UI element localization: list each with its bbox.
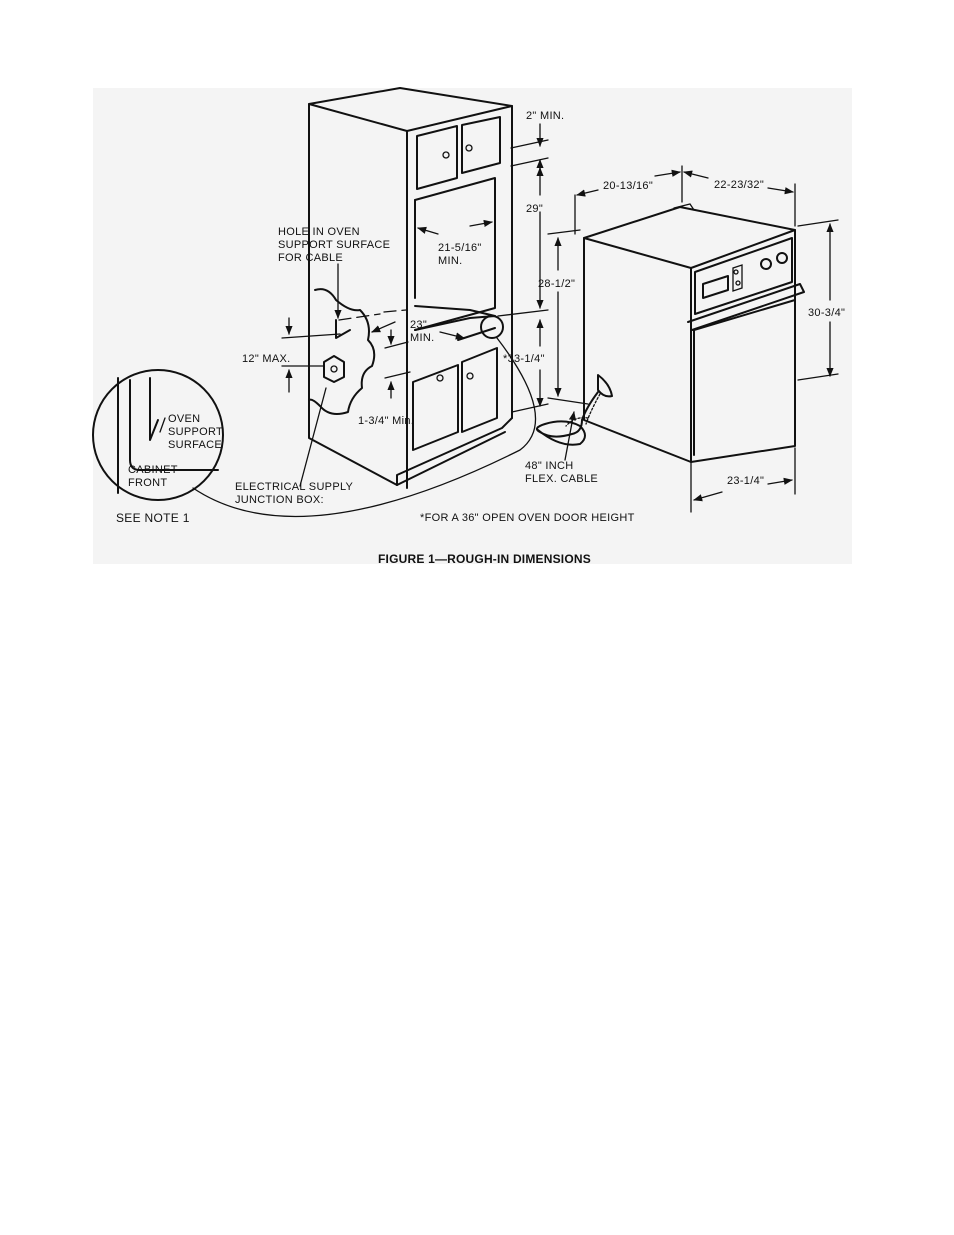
wall-oven xyxy=(535,203,805,463)
label-oven-support-2: SUPPORT xyxy=(168,426,223,438)
label-30-3-4: 30-3/4" xyxy=(808,307,845,319)
label-see-note: SEE NOTE 1 xyxy=(116,511,190,525)
label-23: 23" xyxy=(410,319,427,331)
label-cable-2: FLEX. CABLE xyxy=(525,473,598,485)
label-oven-support-3: SURFACE xyxy=(168,439,222,451)
label-28-1-2: 28-1/2" xyxy=(538,278,575,290)
label-33-1-4: *33-1/4" xyxy=(503,353,545,365)
label-23-1-4: 23-1/4" xyxy=(727,475,764,487)
label-1-3-4-min: 1-3/4" Min. xyxy=(358,415,414,427)
label-cable-1: 48" INCH xyxy=(525,460,573,472)
label-29: 29" xyxy=(526,203,543,215)
label-2-min: 2" MIN. xyxy=(526,110,564,122)
figure-caption: FIGURE 1—ROUGH-IN DIMENSIONS xyxy=(378,552,591,566)
label-20-13-16: 20-13/16" xyxy=(603,180,653,192)
label-hole-line2: SUPPORT SURFACE xyxy=(278,239,390,251)
figure-panel xyxy=(93,88,852,564)
label-cabinet-front-1: CABINET xyxy=(128,464,178,476)
label-hole-line1: HOLE IN OVEN xyxy=(278,226,360,238)
label-cabinet-front-2: FRONT xyxy=(128,477,167,489)
label-12-max: 12" MAX. xyxy=(242,353,291,365)
dimension-lines xyxy=(281,123,839,513)
label-junction-2: JUNCTION BOX: xyxy=(235,494,324,506)
label-footnote: *FOR A 36" OPEN OVEN DOOR HEIGHT xyxy=(420,512,635,524)
detail-callout xyxy=(92,315,537,518)
label-23-min: MIN. xyxy=(410,332,434,344)
label-21-5-16-min: MIN. xyxy=(438,255,462,267)
label-junction-1: ELECTRICAL SUPPLY xyxy=(235,481,354,493)
label-oven-support-1: OVEN xyxy=(168,413,200,425)
label-hole-line3: FOR CABLE xyxy=(278,252,343,264)
label-22-23-32: 22-23/32" xyxy=(714,179,764,191)
label-21-5-16: 21-5/16" xyxy=(438,242,482,254)
cabinet xyxy=(308,87,513,489)
